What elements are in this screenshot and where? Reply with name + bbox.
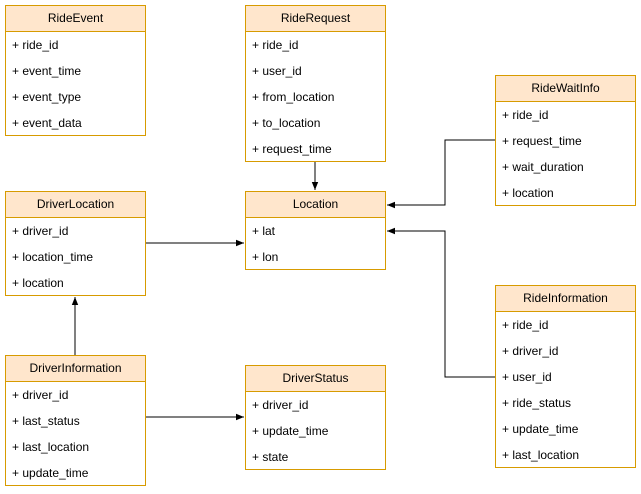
attribute: + location xyxy=(12,276,64,290)
attribute: + request_time xyxy=(252,142,332,156)
class-location[interactable]: Location + lat + lon xyxy=(245,191,386,270)
attribute: + user_id xyxy=(502,370,552,384)
attribute: + driver_id xyxy=(12,224,69,238)
edge-ridewaitinfo-location[interactable] xyxy=(387,139,495,209)
attribute: + lon xyxy=(252,250,279,264)
attribute: + driver_id xyxy=(502,344,559,358)
attribute: + last_location xyxy=(502,448,580,462)
class-title: DriverInformation xyxy=(6,356,145,382)
edge-rideinformation-location[interactable] xyxy=(387,227,495,378)
attribute: + event_time xyxy=(12,64,82,78)
attribute: + ride_id xyxy=(12,38,59,52)
class-ride-wait-info[interactable]: RideWaitInfo + ride_id + request_time + … xyxy=(495,75,636,206)
class-driver-location[interactable]: DriverLocation + driver_id + location_ti… xyxy=(5,191,146,296)
class-title: DriverStatus xyxy=(246,366,385,392)
attribute: + from_location xyxy=(252,90,335,104)
attribute: + state xyxy=(252,450,289,464)
attribute: + driver_id xyxy=(252,398,309,412)
attribute: + event_data xyxy=(12,116,82,130)
attribute: + update_time xyxy=(12,466,89,480)
attribute: + to_location xyxy=(252,116,321,130)
class-title: RideInformation xyxy=(496,286,635,312)
class-title: Location xyxy=(246,192,385,218)
class-title: RideWaitInfo xyxy=(496,76,635,102)
attribute: + ride_id xyxy=(252,38,299,52)
class-driver-status[interactable]: DriverStatus + driver_id + update_time +… xyxy=(245,365,386,470)
attribute: + location_time xyxy=(12,250,94,264)
attribute: + ride_status xyxy=(502,396,572,410)
attribute: + request_time xyxy=(502,134,582,148)
attribute: + last_location xyxy=(12,440,90,454)
attribute: + last_status xyxy=(12,414,80,428)
class-title: RideRequest xyxy=(246,6,385,32)
attribute: + driver_id xyxy=(12,388,69,402)
attribute: + event_type xyxy=(12,90,82,104)
class-ride-event[interactable]: RideEvent + ride_id + event_time + event… xyxy=(5,5,146,136)
attribute: + lat xyxy=(252,224,276,238)
attribute: + ride_id xyxy=(502,108,549,122)
class-ride-request[interactable]: RideRequest + ride_id + user_id + from_l… xyxy=(245,5,386,162)
attribute: + location xyxy=(502,186,554,200)
class-ride-information[interactable]: RideInformation + ride_id + driver_id + … xyxy=(495,285,636,468)
class-title: DriverLocation xyxy=(6,192,145,218)
attribute: + wait_duration xyxy=(502,160,584,174)
attribute: + ride_id xyxy=(502,318,549,332)
attribute: + update_time xyxy=(252,424,329,438)
attribute: + user_id xyxy=(252,64,302,78)
class-title: RideEvent xyxy=(6,6,145,32)
class-driver-information[interactable]: DriverInformation + driver_id + last_sta… xyxy=(5,355,146,486)
attribute: + update_time xyxy=(502,422,579,436)
